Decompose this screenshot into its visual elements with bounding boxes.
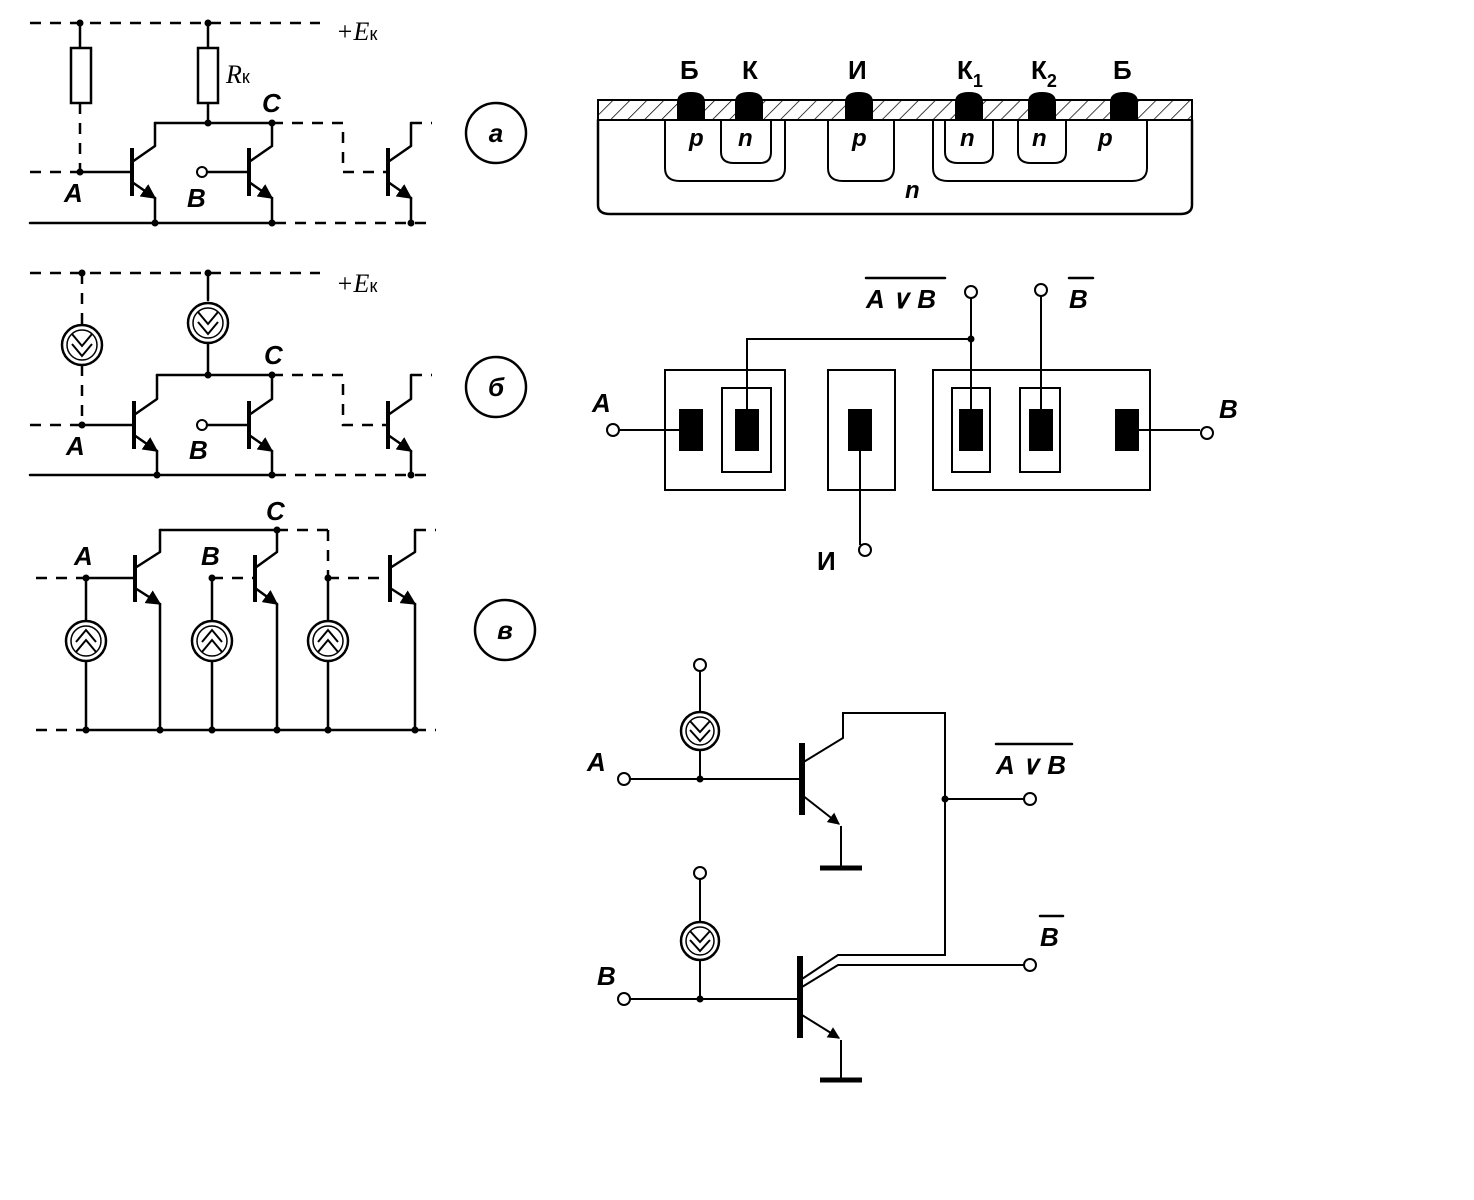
equiv-input-a: A <box>586 747 606 777</box>
equiv-output-a-or-b: A ∨ B <box>995 750 1066 780</box>
schematic-b <box>28 269 432 479</box>
section-label-k1: К1 <box>957 55 983 91</box>
current-source-left-b <box>60 323 104 367</box>
current-source-3-v <box>306 619 350 663</box>
resistor-left <box>69 46 93 105</box>
input-b-label-b: B <box>189 435 208 465</box>
section-label-injector: И <box>848 55 867 85</box>
cross-section <box>596 92 1194 216</box>
topology-output-a-or-b: A ∨ B <box>865 284 936 314</box>
rk-label: Rк <box>225 60 250 89</box>
panel-letter-a: а <box>464 101 528 165</box>
region-n-2: n <box>960 125 975 152</box>
current-source-2-v <box>190 619 234 663</box>
equivalent-circuit <box>617 658 1037 1083</box>
equiv-output-not-b: B <box>1040 922 1059 952</box>
current-source-right-b <box>186 301 230 345</box>
substrate-n: n <box>905 177 920 204</box>
input-a-label-v: A <box>73 541 93 571</box>
current-source-1-v <box>64 619 108 663</box>
schematic-a <box>28 19 432 227</box>
svg-text:б: б <box>488 372 505 402</box>
region-p-1: p <box>688 125 704 152</box>
region-n-1: n <box>738 125 753 152</box>
topology-input-a: A <box>591 388 611 418</box>
panel-letter-b: б <box>464 355 528 419</box>
panel-letter-v: в <box>473 598 537 662</box>
topology-output-not-b: B <box>1069 284 1088 314</box>
output-c-label-v: C <box>266 496 286 526</box>
section-label-collector: К <box>742 55 758 85</box>
svg-text:в: в <box>497 615 513 645</box>
supply-label-a: +Eк <box>336 17 377 46</box>
supply-label-b: +Eк <box>336 269 377 298</box>
svg-text:а: а <box>489 118 503 148</box>
section-label-base-1: Б <box>680 55 699 85</box>
region-p-2: p <box>851 125 867 152</box>
resistor-rk <box>196 46 220 105</box>
injector-source-1 <box>679 710 721 752</box>
schematic-v <box>36 526 436 734</box>
topology-injector-label: И <box>817 546 836 576</box>
output-c-label-a: C <box>262 88 282 118</box>
region-n-3: n <box>1032 125 1047 152</box>
input-a-label-a: A <box>63 178 83 208</box>
section-label-base-2: Б <box>1113 55 1132 85</box>
topology-layout <box>606 283 1214 557</box>
input-b-label-a: B <box>187 183 206 213</box>
input-b-label-v: B <box>201 541 220 571</box>
equiv-input-b: B <box>597 961 616 991</box>
input-a-label-b: A <box>65 431 85 461</box>
section-label-k2: К2 <box>1031 55 1057 91</box>
region-p-3: p <box>1097 125 1113 152</box>
injector-source-2 <box>679 920 721 962</box>
output-c-label-b: C <box>264 340 284 370</box>
topology-input-b: B <box>1219 394 1238 424</box>
